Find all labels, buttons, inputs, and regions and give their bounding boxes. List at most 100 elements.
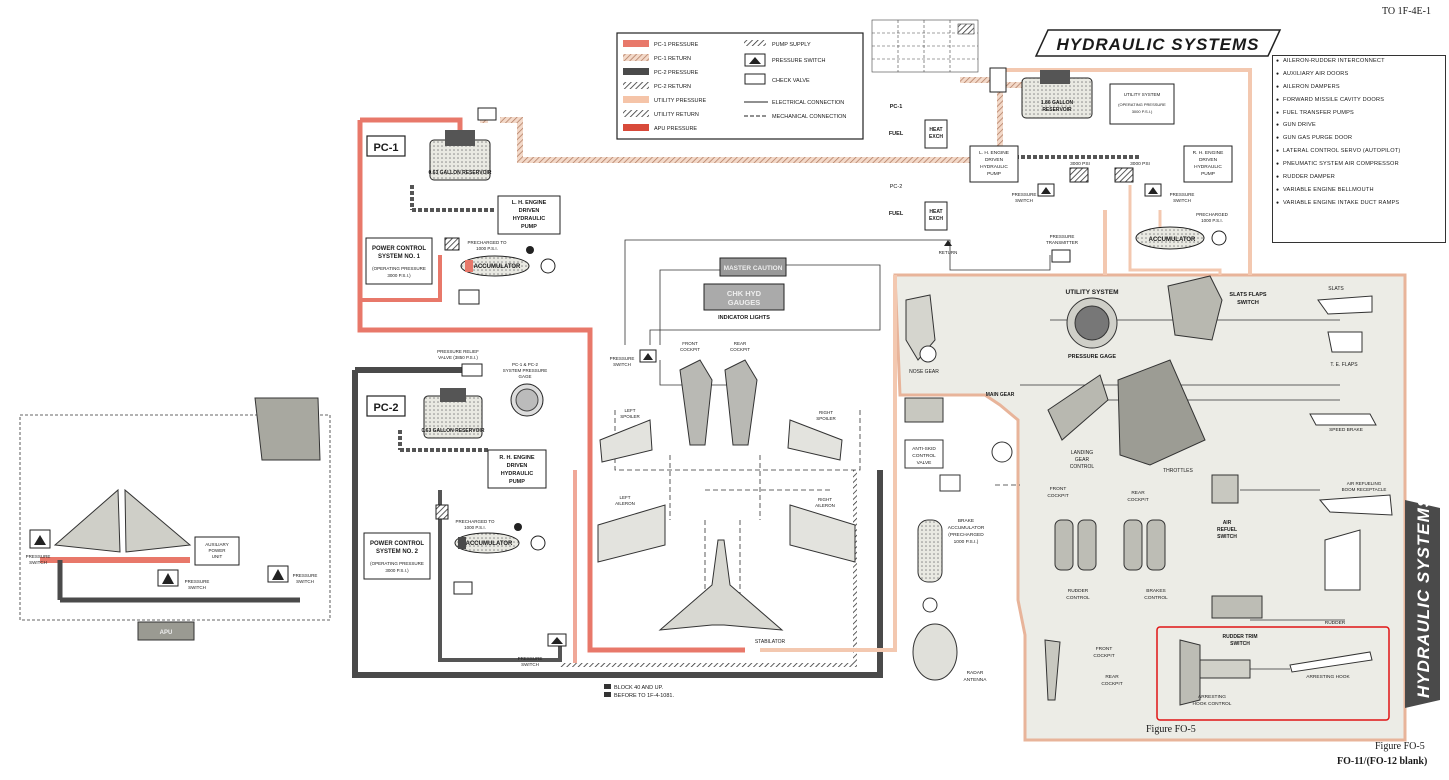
heat-exch-2-line1: HEAT (929, 209, 942, 215)
arresting-control-line1: ARRESTING (1198, 694, 1226, 700)
radar-line1: RADAR (967, 670, 984, 676)
utility-precharge-line1: PRECHARGED (1196, 212, 1229, 217)
throttles-label: THROTTLES (1163, 468, 1193, 474)
front-cockpit-brakes-line1: FRONT (1050, 486, 1067, 492)
utility-reservoir-line2: RESERVOIR (1042, 107, 1072, 113)
legend-label-utility-return: UTILITY RETURN (654, 112, 699, 118)
title-banner: HYDRAULIC SYSTEMS (1034, 29, 1282, 57)
front-cockpit-hook-line1: FRONT (1096, 646, 1113, 652)
left-spoiler-line1: LEFT (624, 408, 635, 413)
pc2-pump-line2: DRIVEN (507, 463, 528, 469)
legend-symbol-pressure-switch-triangle (749, 57, 761, 64)
nose-gear-label: NOSE GEAR (909, 369, 939, 375)
apu-switch-2-line1: PRESSURE (185, 579, 210, 584)
utility-psi-right: 3000 PSI (1130, 161, 1150, 167)
legend: PC-1 PRESSURE PC-1 RETURN PC-2 PRESSURE … (616, 32, 864, 140)
chk-hyd-line1: CHK HYD (727, 289, 762, 298)
apu-unit-line1: AUXILIARY (205, 542, 228, 547)
pc2-section: PC-2 PRESSURE RELIEF VALVE (3850 P.S.I.)… (363, 349, 567, 667)
legend-label-pc2-return: PC-2 RETURN (654, 84, 691, 90)
pc1-system-line1: POWER CONTROL (372, 246, 426, 252)
right-aileron-line1: RIGHT (818, 497, 832, 502)
list-item: VARIABLE ENGINE BELLMOUTH (1276, 187, 1444, 194)
gauge-label-line1: PC-1 & PC-2 (512, 362, 539, 367)
pc2-pump-line3: HYDRAULIC (501, 471, 533, 477)
pc1-system-line2: SYSTEM NO. 1 (378, 254, 421, 260)
utility-switch-r-line1: PRESSURE (1170, 192, 1195, 197)
legend-label-pump-supply: PUMP SUPPLY (772, 42, 811, 48)
utility-switch-l-line1: PRESSURE (1012, 192, 1037, 197)
pc2-system-line1: POWER CONTROL (370, 541, 424, 547)
pc2-relief-line1: PRESSURE RELIEF (437, 349, 479, 354)
utility-upper: 1.86 GALLON RESERVOIR UTILITY SYSTEM (OP… (889, 67, 1233, 263)
legend-swatch-pc2-return (623, 82, 649, 89)
pc2-reservoir-label: 0.63 GALLON RESERVOIR (422, 428, 485, 434)
utility-lh-pump-line4: PUMP (987, 171, 1001, 177)
left-aileron-line1: LEFT (619, 495, 630, 500)
landing-gear-line2: GEAR (1075, 457, 1090, 463)
flight-controls: FRONT COCKPIT REAR COCKPIT LEFT SPOILER … (597, 341, 856, 645)
legend-symbol-check-valve (744, 73, 766, 85)
front-cockpit-brakes-line2: COCKPIT (1047, 493, 1068, 499)
utility-switch-l-line2: SWITCH (1015, 198, 1033, 203)
mechanical-connections (614, 410, 1020, 600)
footnotes: BLOCK 40 AND UP. BEFORE TO 1F-4-1081. (604, 684, 674, 699)
stabilator-label: STABILATOR (755, 639, 786, 645)
utility-lines (398, 68, 1252, 652)
landing-gear-line3: CONTROL (1070, 464, 1095, 470)
pc1-operating-line2: 3000 P.S.I.) (387, 273, 411, 278)
right-spoiler-line1: RIGHT (819, 410, 833, 415)
heat-exch-1-line2: EXCH (929, 134, 943, 140)
apu-switch-3-line2: SWITCH (296, 579, 314, 584)
return-label: RETURN (939, 250, 958, 255)
refuel-receptacle-line1: AIR REFUELING (1347, 481, 1382, 486)
front-cockpit-line1: FRONT (682, 341, 698, 346)
refuel-receptacle-line2: BOOM RECEPTACLE (1342, 487, 1387, 492)
fuel-1-label: FUEL (889, 131, 904, 137)
legend-label-pressure-switch: PRESSURE SWITCH (772, 58, 826, 64)
indicator-switch-line2: SWITCH (613, 362, 631, 367)
heat-exch-2-line2: EXCH (929, 216, 943, 222)
list-item: VARIABLE ENGINE INTAKE DUCT RAMPS (1276, 200, 1444, 207)
apu-switch-1-line1: PRESSURE (26, 554, 51, 559)
rudder-label: RUDDER (1325, 620, 1346, 626)
legend-label-pc2-pressure: PC-2 PRESSURE (654, 70, 699, 76)
utility-rh-pump-line3: HYDRAULIC (1194, 164, 1222, 170)
pc2-accumulator-label: ACCUMULATOR (466, 541, 513, 547)
pc2-precharge-line1: PRECHARGED TO (455, 519, 495, 524)
side-banner: HYDRAULIC SYSTEMS (1405, 495, 1440, 708)
pc1-reservoir-label: 0.63 GALLON RESERVOIR (429, 170, 492, 176)
apu-lines (40, 557, 300, 603)
apu-switch-1-line2: SWITCH (29, 560, 47, 565)
brake-acc-line4: 1000 P.S.I.) (954, 539, 979, 545)
utility-users-list: AILERON-RUDDER INTERCONNECT AUXILIARY AI… (1276, 58, 1444, 213)
slats-switch-line1: SLATS FLAPS (1229, 292, 1267, 298)
list-item: AILERON-RUDDER INTERCONNECT (1276, 58, 1444, 65)
pc-pressure-gage: PC-1 & PC-2 SYSTEM PRESSURE GAGE (503, 362, 547, 417)
apu-switch-2-line2: SWITCH (188, 585, 206, 590)
list-item: GUN DRIVE (1276, 122, 1444, 129)
pc1-pump-line3: HYDRAULIC (513, 216, 545, 222)
landing-gear-line1: LANDING (1071, 450, 1093, 456)
apu-unit-line2: POWER (208, 548, 226, 553)
utility-reservoir-line1: 1.86 GALLON (1041, 100, 1074, 106)
side-title: HYDRAULIC SYSTEMS (1414, 495, 1433, 698)
pc2-label: PC-2 (373, 402, 398, 414)
pc1-pump-line1: L. H. ENGINE (512, 200, 547, 206)
utility-transmitter-line1: PRESSURE (1050, 234, 1075, 239)
list-item: AILERON DAMPERS (1276, 84, 1444, 91)
rear-cockpit-brakes-line2: COCKPIT (1127, 497, 1148, 503)
indicator-switch-line1: PRESSURE (610, 356, 635, 361)
indicator-lights: MASTER CAUTION CHK HYD GAUGES INDICATOR … (610, 257, 787, 367)
utility-precharge-line2: 1000 P.S.I. (1201, 218, 1223, 223)
fuel-2-label: FUEL (889, 211, 904, 217)
pc2-switch-line2: SWITCH (521, 662, 539, 667)
brakes-control-line1: BRAKES (1146, 588, 1165, 594)
legend-label-apu-pressure: APU PRESSURE (654, 126, 697, 132)
list-item: RUDDER DAMPER (1276, 174, 1444, 181)
page-number: FO-11/(FO-12 blank) (1337, 756, 1428, 767)
anti-skid-line3: VALVE (917, 460, 932, 466)
pc1-input-label: PC-1 (890, 104, 903, 110)
list-item: AUXILIARY AIR DOORS (1276, 71, 1444, 78)
